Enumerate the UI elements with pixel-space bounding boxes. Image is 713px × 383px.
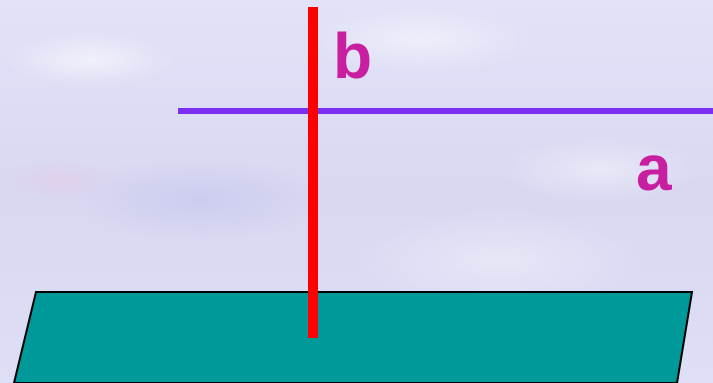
label-a: a	[636, 132, 672, 204]
label-b: b	[333, 20, 373, 92]
plane	[12, 291, 694, 383]
